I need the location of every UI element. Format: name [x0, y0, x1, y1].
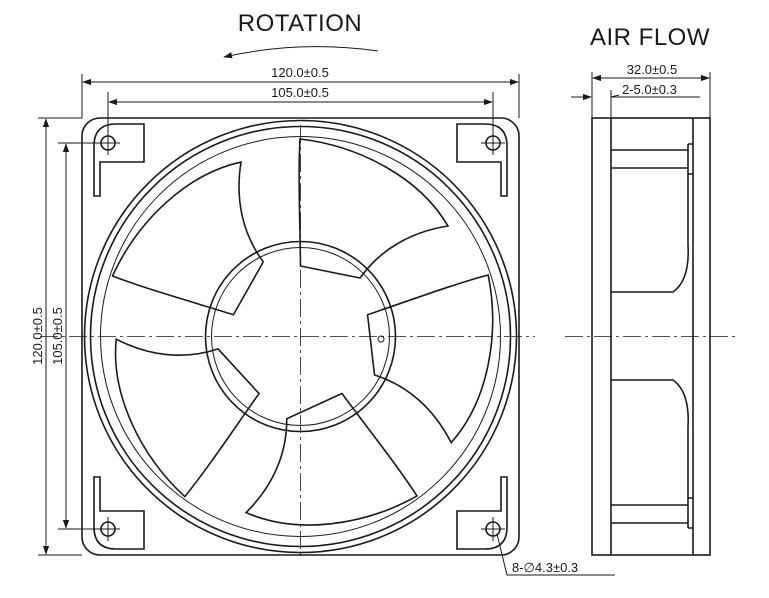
side-view: AIR FLOW 32.0±0.5 2-5.0±0.3 — [565, 24, 735, 556]
outer-width-label: 120.0±0.5 — [271, 65, 329, 80]
hole-leader — [496, 533, 615, 576]
airflow-label: AIR FLOW — [590, 24, 710, 51]
rotation-arrow — [223, 46, 379, 59]
fan-blade — [298, 138, 450, 279]
fan-blade — [114, 337, 261, 498]
fan-blades — [111, 138, 494, 526]
fan-blade — [366, 274, 494, 445]
fan-blade — [111, 161, 265, 316]
hub-marker — [377, 335, 385, 343]
depth-label: 32.0±0.5 — [627, 62, 678, 77]
hole-height-label: 105.0±0.5 — [50, 307, 65, 365]
outer-height-label: 120.0±0.5 — [30, 307, 45, 365]
flange-label: 2-5.0±0.3 — [622, 82, 677, 97]
front-view: ROTATION — [30, 10, 615, 576]
fan-blade — [244, 392, 419, 526]
rotation-label: ROTATION — [238, 10, 362, 37]
hole-width-label: 105.0±0.5 — [271, 85, 329, 100]
corner-pads — [93, 123, 508, 550]
mounting-hole-label: 8-∅4.3±0.3 — [512, 560, 578, 575]
